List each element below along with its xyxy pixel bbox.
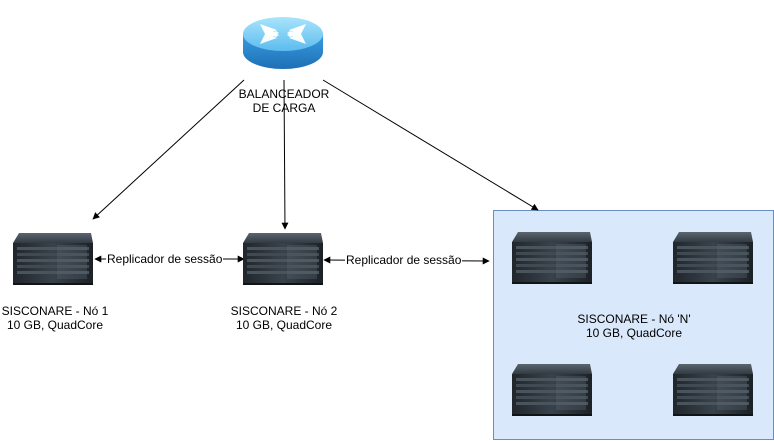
server-icon-cluster-2 xyxy=(673,232,753,284)
node2-specs: 10 GB, QuadCore xyxy=(235,318,333,332)
cluster-label: SISCONARE - Nó 'N' 10 GB, QuadCore xyxy=(570,312,698,340)
cluster-specs: 10 GB, QuadCore xyxy=(585,326,683,340)
edge-lb-to-node2 xyxy=(281,79,289,230)
load-balancer-label: BALANCEADOR DE CARGA xyxy=(228,87,340,115)
server-icon-cluster-4 xyxy=(673,364,753,416)
server-icon-cluster-3 xyxy=(512,364,592,416)
node2-label: SISCONARE - Nó 2 10 GB, QuadCore xyxy=(226,304,342,332)
node1-label: SISCONARE - Nó 1 10 GB, QuadCore xyxy=(0,304,110,332)
replication-label-2-n: Replicador de sessão xyxy=(345,253,463,267)
server-icon-node1 xyxy=(13,233,93,285)
edge-lb-to-cluster xyxy=(322,79,539,211)
server-icon-node2 xyxy=(243,233,323,285)
router-icon xyxy=(243,17,323,69)
replication-label-1-2: Replicador de sessão xyxy=(106,252,224,266)
load-balancer-label-line2: DE CARGA xyxy=(252,101,316,115)
load-balancer-label-line1: BALANCEADOR xyxy=(238,87,330,101)
node1-name: SISCONARE - Nó 1 xyxy=(1,304,109,318)
node1-specs: 10 GB, QuadCore xyxy=(6,318,104,332)
node2-name: SISCONARE - Nó 2 xyxy=(230,304,338,318)
edge-lb-to-node1 xyxy=(92,79,245,220)
cluster-name: SISCONARE - Nó 'N' xyxy=(577,312,691,326)
server-icon-cluster-1 xyxy=(512,232,592,284)
